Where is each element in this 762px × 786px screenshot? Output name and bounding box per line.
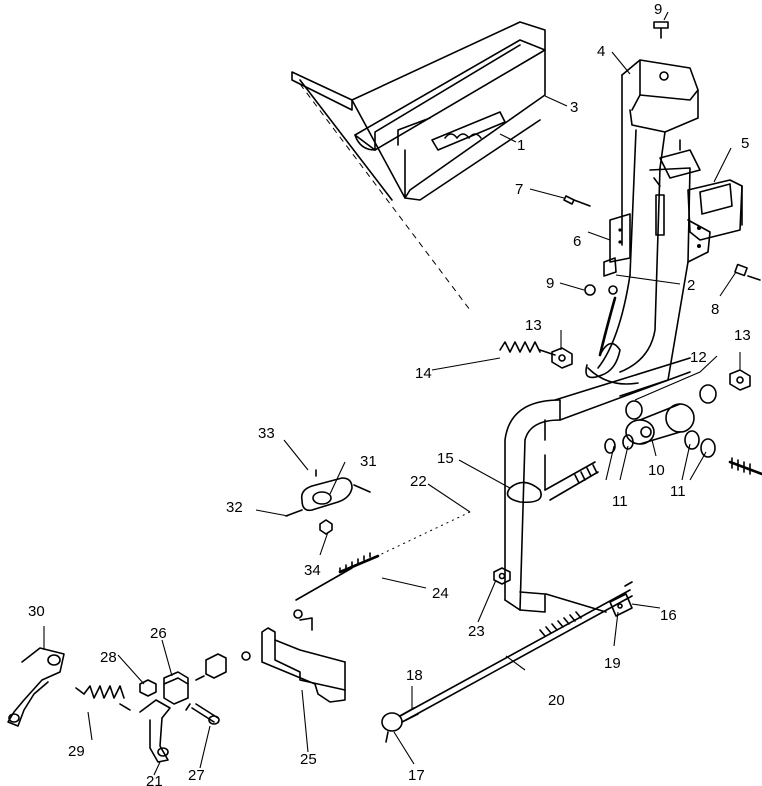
nut-part (319, 519, 333, 535)
callout-32: 32 (226, 499, 243, 516)
callout-27: 27 (188, 767, 205, 784)
callout-1: 1 (517, 137, 525, 154)
screw-part (734, 263, 761, 281)
bracket-25-part (241, 609, 346, 703)
callout-3: 3 (570, 99, 578, 116)
callout-8: 8 (711, 301, 719, 318)
callout-34: 34 (304, 562, 321, 579)
callout-4: 4 (597, 43, 605, 60)
pedal-arm-part (597, 59, 711, 397)
nut-part (729, 369, 751, 391)
spring-29-part (75, 685, 131, 711)
callout-26: 26 (150, 625, 167, 642)
callout-31: 31 (360, 453, 377, 470)
screw-part (563, 195, 591, 207)
callout-10: 10 (648, 462, 665, 479)
cable-24 (295, 567, 353, 601)
callout-7: 7 (515, 181, 523, 198)
bolt-27-part (185, 703, 220, 725)
block-26-part (163, 671, 189, 705)
callout-19: 19 (604, 655, 621, 672)
spring-part (499, 341, 556, 356)
control-rod-part (399, 589, 633, 721)
callout-29: 29 (68, 743, 85, 760)
lever-30-part (7, 647, 65, 727)
pivot-plate-part (285, 469, 371, 517)
callout-13-left: 13 (525, 317, 542, 334)
connector-rod (598, 296, 617, 357)
leader-lines (43, 11, 741, 776)
callout-21: 21 (146, 773, 163, 786)
washer-part (584, 284, 596, 296)
frame-rail-part (291, 21, 546, 311)
clip-part (506, 481, 542, 504)
nut-part (139, 679, 157, 697)
bracket-21-part (139, 699, 171, 763)
threaded-stud-part (544, 457, 762, 501)
callout-23: 23 (468, 623, 485, 640)
pad-bracket-part (659, 139, 701, 179)
bushing-part (625, 403, 695, 445)
rod-loop (585, 342, 621, 379)
callout-33: 33 (258, 425, 275, 442)
callout-11-right: 11 (670, 483, 686, 500)
callout-15: 15 (437, 450, 454, 467)
callout-25: 25 (300, 751, 317, 768)
callout-30: 30 (28, 603, 45, 620)
callout-2: 2 (687, 277, 695, 294)
callout-13-right: 13 (734, 327, 751, 344)
callout-9-top: 9 (654, 1, 662, 18)
bracket-box-part (687, 179, 743, 241)
callout-6: 6 (573, 233, 581, 250)
callout-28: 28 (100, 649, 117, 666)
callout-12: 12 (690, 349, 707, 366)
callout-16: 16 (660, 607, 677, 624)
callout-5: 5 (741, 135, 749, 152)
callout-22: 22 (410, 473, 427, 490)
nut-part (551, 347, 573, 369)
washer-part (604, 384, 717, 458)
washer-part (608, 285, 618, 295)
side-plate-part (603, 213, 631, 277)
rod-end-part (381, 707, 419, 743)
callout-14: 14 (415, 365, 432, 382)
callout-20: 20 (548, 692, 565, 709)
callout-18: 18 (406, 667, 423, 684)
cable-end-part (195, 653, 227, 681)
washer-part (659, 71, 669, 81)
nut-part (493, 567, 511, 585)
callout-9-middle: 9 (546, 275, 554, 292)
screw-part (653, 21, 669, 39)
callout-24: 24 (432, 585, 449, 602)
callout-11-left: 11 (612, 493, 628, 510)
callout-17: 17 (408, 767, 425, 784)
pivot-shaft-part (504, 357, 691, 613)
clevis-part (609, 581, 633, 617)
